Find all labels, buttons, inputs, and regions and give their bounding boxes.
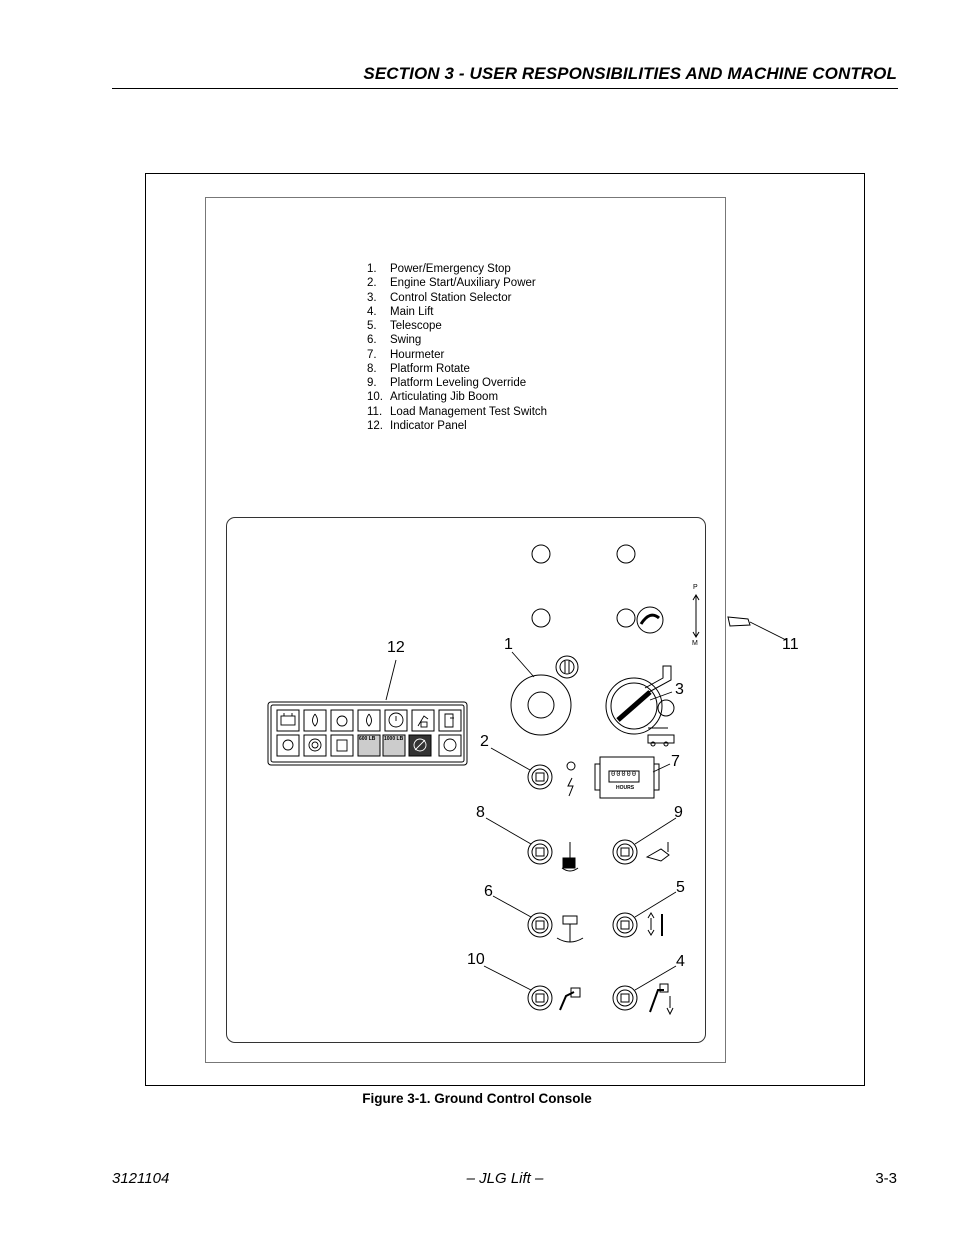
hourmeter-unit: HOURS bbox=[616, 785, 635, 791]
callout-5: 5 bbox=[676, 879, 685, 896]
engine-malfunction-icon bbox=[276, 734, 300, 757]
emergency-stop-button[interactable] bbox=[510, 674, 572, 736]
leader-lines bbox=[385, 621, 787, 991]
oil-pressure-icon bbox=[303, 709, 327, 732]
engine-start-switch[interactable] bbox=[527, 764, 553, 790]
control-console bbox=[226, 517, 706, 1043]
platform-rotate-icon bbox=[561, 842, 579, 872]
callout-11: 11 bbox=[782, 636, 799, 653]
legend-list: 1.Power/Emergency Stop 2.Engine Start/Au… bbox=[367, 262, 547, 433]
gauge-icon bbox=[639, 613, 660, 625]
gauge-icon bbox=[636, 606, 664, 634]
footer-publisher: – JLG Lift – bbox=[466, 1170, 544, 1187]
plug-hole bbox=[616, 608, 636, 628]
ground-station-icon bbox=[647, 727, 675, 744]
callout-10: 10 bbox=[467, 951, 485, 968]
hourmeter bbox=[653, 763, 660, 791]
load-test-switch bbox=[727, 616, 751, 627]
fuel-level-icon bbox=[438, 709, 462, 732]
selector-arrow bbox=[692, 594, 700, 601]
selector-mark-p: P bbox=[693, 584, 698, 591]
jib-boom-switch[interactable] bbox=[527, 985, 553, 1011]
hourmeter-digits: 00000 bbox=[611, 770, 638, 778]
swing-icon bbox=[556, 915, 584, 943]
legend-item: 6.Swing bbox=[367, 334, 422, 347]
platform-level-icon bbox=[645, 842, 670, 862]
jib-boom-icon bbox=[559, 987, 581, 1011]
header-rule bbox=[112, 88, 898, 89]
plug-hole bbox=[616, 544, 636, 564]
callout-2: 2 bbox=[480, 733, 489, 750]
legend-item: 8.Platform Rotate bbox=[367, 362, 470, 375]
main-lift-switch[interactable] bbox=[612, 985, 638, 1011]
key-switch[interactable] bbox=[555, 655, 579, 679]
platform-icon bbox=[644, 665, 672, 693]
callout-7: 7 bbox=[671, 753, 680, 770]
legend-item: 4.Main Lift bbox=[367, 305, 434, 318]
callout-3: 3 bbox=[675, 681, 684, 698]
load-600-indicator bbox=[357, 734, 381, 757]
callout-8: 8 bbox=[476, 804, 485, 821]
decal-panel bbox=[205, 197, 726, 1063]
ground-station-icon bbox=[650, 741, 656, 747]
figure-frame bbox=[145, 173, 865, 1086]
service-icon bbox=[303, 734, 327, 757]
plug-hole bbox=[531, 608, 551, 628]
indicator-panel bbox=[270, 704, 465, 763]
plug-hole bbox=[657, 699, 675, 717]
hourmeter bbox=[594, 763, 601, 791]
emergency-stop-button bbox=[527, 691, 555, 719]
legend-item: 2.Engine Start/Auxiliary Power bbox=[367, 277, 536, 290]
figure-caption: Figure 3-1. Ground Control Console bbox=[362, 1091, 592, 1106]
load-1000-label: 1000 LB bbox=[384, 736, 404, 742]
telescope-icon bbox=[647, 912, 663, 936]
ground-station-icon bbox=[663, 741, 669, 747]
glow-plug-icon bbox=[330, 709, 354, 732]
legend-item: 5.Telescope bbox=[367, 320, 442, 332]
legend-item: 12.Indicator Panel bbox=[367, 419, 467, 432]
callout-4: 4 bbox=[676, 953, 685, 970]
section-title: SECTION 3 - USER RESPONSIBILITIES AND MA… bbox=[363, 64, 897, 83]
selector-arrow bbox=[692, 631, 700, 638]
tilt-alarm-icon bbox=[411, 709, 435, 732]
platform-rotate-switch[interactable] bbox=[527, 839, 553, 865]
battery-icon bbox=[276, 709, 300, 732]
plug-hole bbox=[531, 544, 551, 564]
indicator-panel bbox=[267, 701, 468, 766]
legend-item: 7.Hourmeter bbox=[367, 348, 445, 361]
load-1000-indicator bbox=[382, 734, 406, 757]
speed-icon bbox=[438, 734, 462, 757]
selector-mark-m: M bbox=[692, 640, 698, 647]
footer-page-number: 3-3 bbox=[875, 1170, 897, 1187]
key-switch bbox=[559, 659, 575, 675]
legend-item: 9.Platform Leveling Override bbox=[367, 377, 527, 389]
engine-temp-icon bbox=[357, 709, 381, 732]
main-lift-icon bbox=[649, 983, 674, 1016]
callout-9: 9 bbox=[674, 804, 683, 821]
legend-item: 1.Power/Emergency Stop bbox=[367, 263, 511, 275]
warning-icon bbox=[384, 709, 408, 732]
telescope-switch[interactable] bbox=[612, 912, 638, 938]
footer-doc-number: 3121104 bbox=[112, 1170, 170, 1187]
station-selector-switch bbox=[610, 682, 658, 730]
callout-6: 6 bbox=[484, 883, 493, 900]
callout-1: 1 bbox=[504, 636, 513, 653]
station-selector-switch[interactable] bbox=[605, 677, 663, 735]
legend-item: 3.Control Station Selector bbox=[367, 291, 512, 304]
station-selector-switch bbox=[616, 690, 652, 722]
legend-item: 10.Articulating Jib Boom bbox=[367, 391, 499, 404]
hourmeter-window bbox=[608, 770, 640, 783]
charger-icon bbox=[330, 734, 354, 757]
swing-switch[interactable] bbox=[527, 912, 553, 938]
engine-start-icon bbox=[566, 761, 576, 797]
platform-level-switch[interactable] bbox=[612, 839, 638, 865]
legend-item: 11.Load Management Test Switch bbox=[367, 405, 548, 418]
callout-12: 12 bbox=[387, 639, 405, 656]
load-600-label: 600 LB bbox=[359, 736, 376, 742]
